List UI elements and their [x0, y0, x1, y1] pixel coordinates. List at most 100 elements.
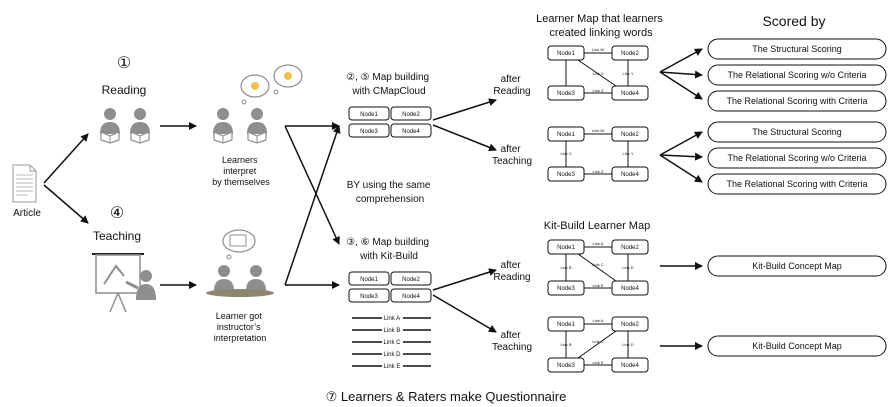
score-box-reading-relational-wo: The Relational Scoring w/o Criteria: [707, 64, 887, 86]
arrow-instructor-to-cmap: [284, 125, 341, 286]
svg-text:Kit-Build Concept Map: Kit-Build Concept Map: [752, 341, 842, 351]
instructor-caption: Learner got instructor’s interpretation: [214, 311, 267, 343]
kitbuild-link-palette: Link A Link B Link C Link D Link E: [352, 316, 431, 370]
svg-text:Node3: Node3: [557, 286, 575, 292]
svg-text:Node2: Node2: [621, 245, 639, 251]
step4-marker: ④: [110, 205, 124, 222]
scored-by-title: Scored by: [762, 13, 825, 29]
reading-label: Reading: [102, 83, 147, 97]
arrow-teaching-relational-wo: [659, 152, 703, 161]
arrow-kit-after-reading: [432, 268, 497, 291]
svg-text:The Relational Scoring w/o Cri: The Relational Scoring w/o Criteria: [727, 70, 866, 80]
learner-map-title: Learner Map that learners created linkin…: [536, 13, 666, 39]
svg-text:Link A: Link A: [384, 316, 400, 322]
svg-text:Link D: Link D: [383, 352, 401, 358]
score-box-kit-reading: Kit-Build Concept Map: [707, 255, 887, 277]
svg-text:Node2: Node2: [402, 277, 420, 283]
svg-text:Link D: Link D: [622, 265, 633, 270]
svg-text:Node3: Node3: [360, 129, 378, 135]
svg-text:The Structural Scoring: The Structural Scoring: [752, 127, 842, 137]
learner-map-teaching: Node1 Node2 Node3 Node4 Link W Link X Li…: [547, 126, 649, 182]
arrow-teaching-relational-with: [659, 154, 703, 183]
svg-text:Node1: Node1: [557, 245, 575, 251]
svg-text:Link Y: Link Y: [622, 151, 633, 156]
svg-text:Node4: Node4: [402, 294, 420, 300]
svg-text:Node2: Node2: [402, 112, 420, 118]
svg-text:Node4: Node4: [621, 91, 639, 97]
score-box-reading-structural: The Structural Scoring: [707, 38, 887, 60]
svg-text:Node1: Node1: [557, 132, 575, 138]
score-box-teaching-structural: The Structural Scoring: [707, 121, 887, 143]
svg-text:The Relational Scoring with Cr: The Relational Scoring with Criteria: [726, 179, 867, 189]
svg-text:Link B: Link B: [560, 342, 571, 347]
score-box-kit-teaching: Kit-Build Concept Map: [707, 335, 887, 357]
svg-text:Node3: Node3: [557, 91, 575, 97]
svg-text:Link X: Link X: [560, 151, 571, 156]
instructor-learners-icon: [206, 229, 274, 297]
kit-after-reading-label: after Reading: [493, 260, 530, 283]
cmap-after-reading-label: after Reading: [493, 74, 530, 97]
svg-text:Link C: Link C: [383, 340, 401, 346]
article-icon: [12, 164, 37, 203]
arrow-interpret-to-kitbuild: [284, 125, 340, 245]
svg-text:Node3: Node3: [557, 172, 575, 178]
svg-text:The Structural Scoring: The Structural Scoring: [752, 44, 842, 54]
kitbuild-map-reading: Node1 Node2 Node3 Node4 Link A Link B Li…: [547, 239, 649, 296]
svg-text:Link X: Link X: [592, 71, 603, 76]
svg-text:Link W: Link W: [592, 128, 604, 133]
svg-text:Link C: Link C: [592, 339, 603, 344]
arrow-reading-relational-with: [659, 71, 703, 100]
kit-after-teaching-label: after Teaching: [492, 330, 532, 353]
svg-text:Link W: Link W: [592, 47, 604, 52]
svg-text:Node2: Node2: [621, 51, 639, 57]
teaching-label: Teaching: [93, 229, 141, 243]
cmap-building-title: ②, ⑤ Map building with CMapCloud: [346, 72, 432, 97]
kitbuild-map-teaching: Node1 Node2 Node3 Node4 Link A Link B Li…: [547, 316, 649, 373]
kitbuild-learner-map-title: Kit-Build Learner Map: [544, 220, 650, 232]
score-box-teaching-relational-with: The Relational Scoring with Criteria: [707, 173, 887, 195]
svg-text:Node3: Node3: [360, 294, 378, 300]
teaching-board-icon: [92, 253, 156, 313]
score-box-reading-relational-with: The Relational Scoring with Criteria: [707, 90, 887, 112]
arrow-cmap-after-teaching: [432, 124, 497, 152]
svg-text:Link Z: Link Z: [593, 169, 604, 174]
arrow-article-to-teaching: [43, 184, 89, 224]
svg-text:Node1: Node1: [360, 112, 378, 118]
svg-text:The Relational Scoring with Cr: The Relational Scoring with Criteria: [726, 96, 867, 106]
arrow-reading-structural: [659, 48, 703, 73]
arrow-article-to-reading: [43, 133, 89, 184]
article-label: Article: [13, 208, 41, 219]
svg-text:The Relational Scoring w/o Cri: The Relational Scoring w/o Criteria: [727, 153, 866, 163]
arrow-kit-after-teaching: [432, 294, 497, 333]
svg-text:Node3: Node3: [557, 363, 575, 369]
svg-text:Node4: Node4: [402, 129, 420, 135]
svg-text:Node1: Node1: [557, 51, 575, 57]
reading-people-icon: [100, 108, 150, 143]
svg-text:Link C: Link C: [592, 262, 603, 267]
svg-text:Link E: Link E: [384, 364, 401, 370]
svg-text:Node4: Node4: [621, 363, 639, 369]
svg-text:Node4: Node4: [621, 172, 639, 178]
questionnaire-footer: ⑦ Learners & Raters make Questionnaire: [326, 389, 567, 404]
kitbuild-node-palette: Node1 Node2 Node3 Node4: [348, 271, 432, 303]
cmap-after-teaching-label: after Teaching: [492, 144, 532, 167]
svg-text:Link E: Link E: [592, 360, 603, 365]
arrow-reading-relational-wo: [659, 70, 703, 79]
svg-text:Link B: Link B: [384, 328, 401, 334]
svg-text:Kit-Build Concept Map: Kit-Build Concept Map: [752, 261, 842, 271]
arrow-teaching-structural: [659, 131, 703, 156]
svg-text:Link Z: Link Z: [593, 88, 604, 93]
step1-marker: ①: [117, 55, 131, 72]
svg-text:Link E: Link E: [592, 283, 603, 288]
svg-text:Node4: Node4: [621, 286, 639, 292]
svg-text:Link A: Link A: [593, 241, 604, 246]
svg-text:Node1: Node1: [557, 322, 575, 328]
cmap-node-palette: Node1 Node2 Node3 Node4: [348, 106, 432, 138]
svg-text:Link Y: Link Y: [622, 71, 633, 76]
svg-text:Node2: Node2: [621, 132, 639, 138]
interpret-caption: Learners interpret by themselves: [212, 155, 270, 187]
svg-text:Node1: Node1: [360, 277, 378, 283]
svg-text:Node2: Node2: [621, 322, 639, 328]
score-box-teaching-relational-wo: The Relational Scoring w/o Criteria: [707, 147, 887, 169]
